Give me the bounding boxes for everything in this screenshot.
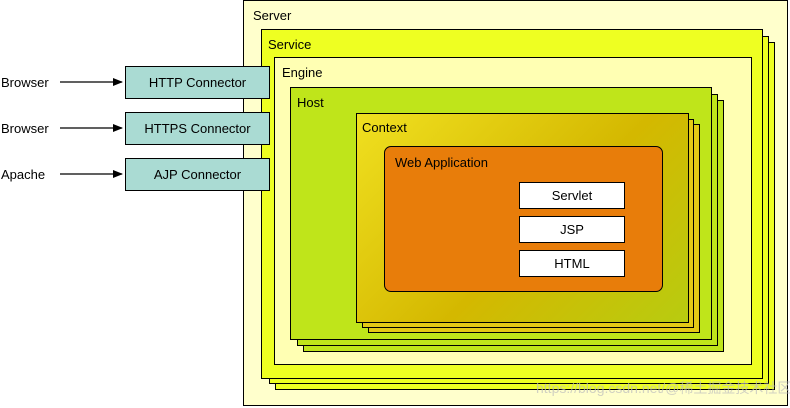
http-connector-label: HTTP Connector [148, 75, 247, 90]
client-browser-https: Browser [1, 121, 49, 136]
https-connector-label: HTTPS Connector [144, 121, 251, 136]
http-connector-box: HTTP Connector [125, 66, 270, 99]
servlet-label: Servlet [551, 188, 593, 203]
html-box: HTML [519, 250, 625, 277]
servlet-box: Servlet [519, 182, 625, 209]
client-browser-http: Browser [1, 75, 49, 90]
client-apache-ajp: Apache [1, 167, 46, 182]
server-label: Server [253, 8, 292, 23]
web-application-label: Web Application [395, 155, 488, 170]
engine-label: Engine [282, 65, 323, 80]
watermark-text: https://blog.csdn.net/@稀土掘金技术社区 [536, 380, 790, 396]
ajp-connector-box: AJP Connector [125, 158, 270, 191]
ajp-connector-label: AJP Connector [153, 167, 242, 182]
context-label: Context [362, 120, 407, 135]
service-label: Service [268, 37, 312, 52]
host-label: Host [297, 95, 324, 110]
jsp-box: JSP [519, 216, 625, 243]
jsp-label: JSP [560, 222, 584, 237]
https-connector-box: HTTPS Connector [125, 112, 270, 145]
html-label: HTML [554, 256, 590, 271]
